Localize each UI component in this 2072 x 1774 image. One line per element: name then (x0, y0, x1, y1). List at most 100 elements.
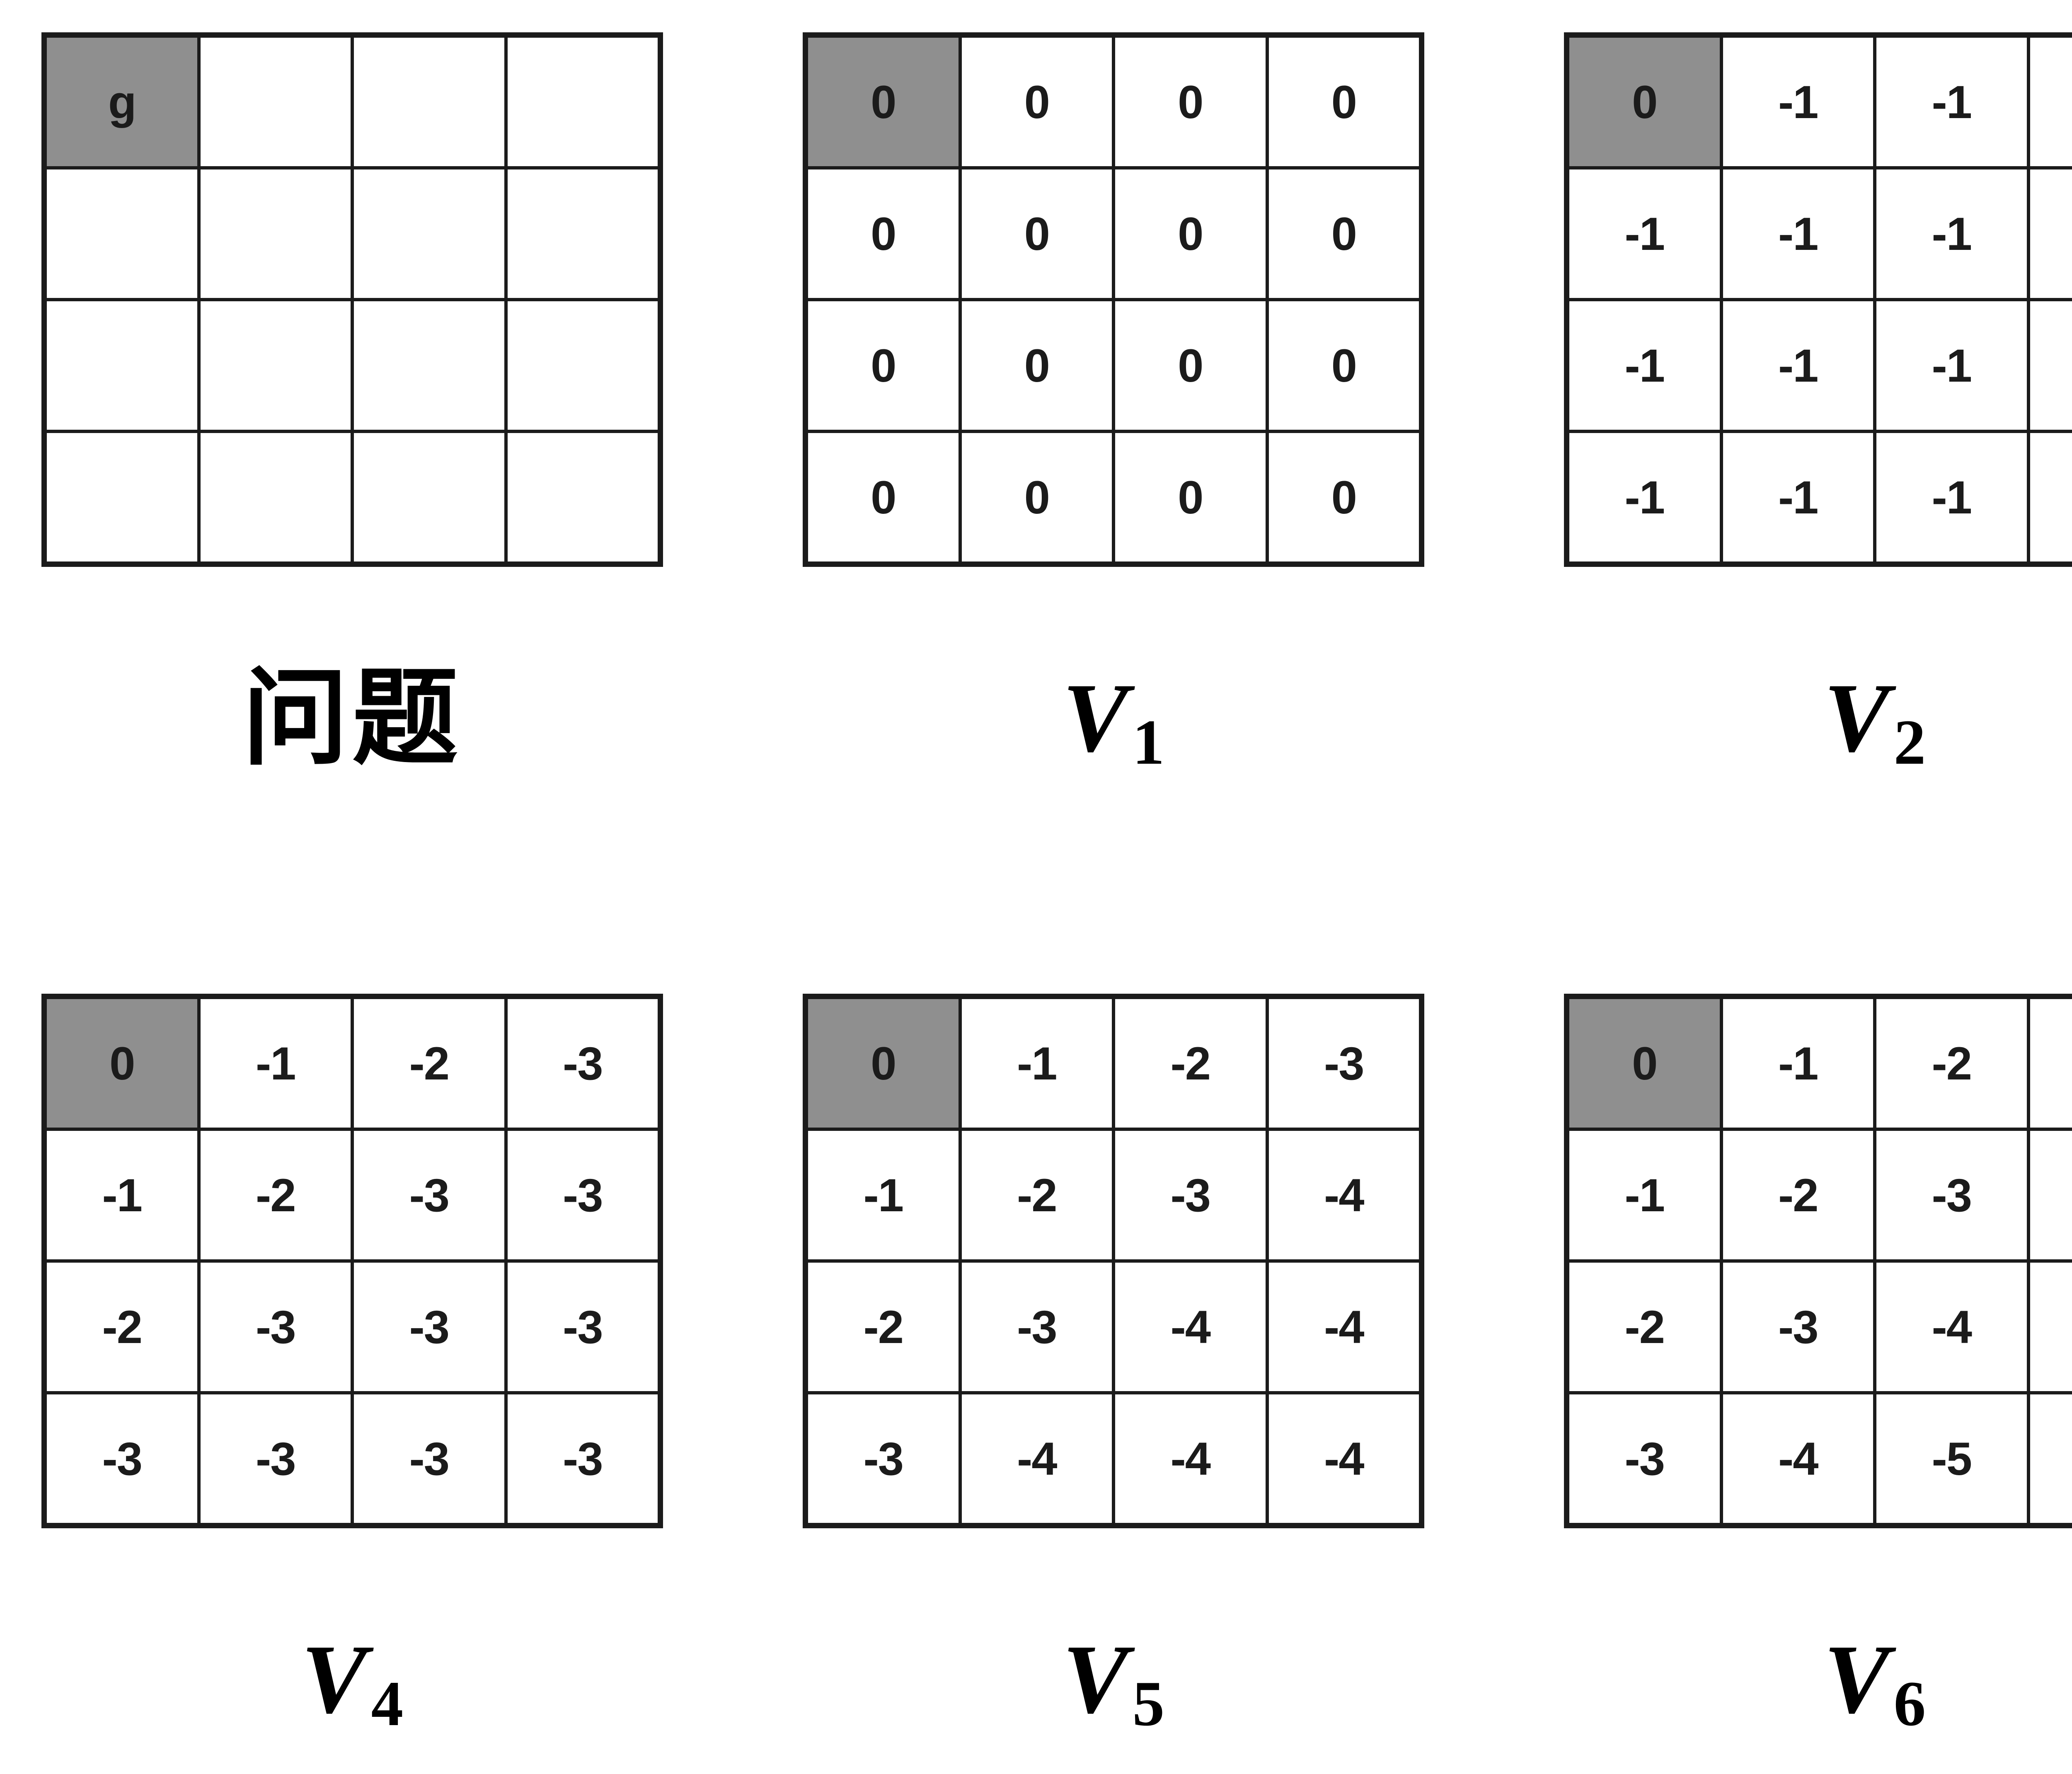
grid-cell: 0 (1268, 301, 1419, 430)
panel-label-subscript: 4 (371, 1668, 404, 1739)
grid-cell: -1 (1723, 999, 1873, 1128)
panel-label-subscript: 2 (1893, 706, 1926, 778)
grid-cell (47, 169, 197, 298)
grid-cell: -3 (808, 1394, 959, 1523)
value-grid: 0-1-1-1-1-1-1-1-1-1-1-1-1-1-1-1 (1564, 32, 2072, 567)
grid-cell (507, 301, 658, 430)
grid-cell: -3 (507, 1263, 658, 1391)
value-grid: 0-1-2-3-1-2-3-3-2-3-3-3-3-3-3-3 (41, 994, 663, 1528)
grid-cell: -3 (47, 1394, 197, 1523)
grid-cell: -5 (2030, 1394, 2072, 1523)
grid-cell: 0 (961, 301, 1112, 430)
grid-cell: -3 (200, 1394, 351, 1523)
goal-cell: g (47, 38, 197, 166)
grid-cell: -3 (1876, 1131, 2027, 1259)
grid-cell: 0 (808, 301, 959, 430)
grid-cell: -3 (507, 1131, 658, 1259)
grid-cell: -2 (354, 999, 504, 1128)
grid-cell: -1 (1876, 169, 2027, 298)
grid-cell (200, 301, 351, 430)
value-grid: 0-1-2-3-1-2-3-4-2-3-4-4-3-4-4-4 (803, 994, 1424, 1528)
goal-cell: 0 (808, 999, 959, 1128)
panel-label-main: V (1062, 1625, 1128, 1734)
grid-cell: -1 (1569, 433, 1720, 561)
grid-cell: 0 (1115, 301, 1266, 430)
panel-label-subscript: 6 (1893, 1668, 1926, 1739)
grid-cell: -1 (1723, 169, 1873, 298)
panel-label-subscript: 1 (1132, 706, 1165, 778)
panel-label-main: V (301, 1625, 367, 1734)
grid-cell: -1 (1569, 301, 1720, 430)
grid-cell (200, 433, 351, 561)
grid-cell: -1 (961, 999, 1112, 1128)
grid-cell (354, 38, 504, 166)
grid-cell: -2 (1115, 999, 1266, 1128)
grid-cell: 0 (1268, 169, 1419, 298)
grid-cell: 0 (1115, 433, 1266, 561)
grid-cell: -1 (2030, 38, 2072, 166)
grid-panel: 0-1-2-3-1-2-3-4-2-3-4-5-3-4-5-5 V6 (1564, 994, 2072, 1769)
grid-cell: -4 (1268, 1131, 1419, 1259)
panel-label: 问题 (41, 629, 663, 807)
panel-label-main: V (1062, 663, 1128, 772)
grid-cell: -5 (1876, 1394, 2027, 1523)
grid-cell: -2 (961, 1131, 1112, 1259)
grid-cell: -1 (1723, 433, 1873, 561)
grid-cell: -2 (1876, 999, 2027, 1128)
grid-cell: 0 (1115, 169, 1266, 298)
grid-cell: -4 (961, 1394, 1112, 1523)
grid-cell: -2 (47, 1263, 197, 1391)
panel-label-main: V (1823, 663, 1890, 772)
grid-cell: -1 (1569, 1131, 1720, 1259)
grid-cell: -3 (507, 999, 658, 1128)
grid-cell: -1 (1569, 169, 1720, 298)
goal-cell: 0 (1569, 999, 1720, 1128)
grid-cell: -4 (1268, 1394, 1419, 1523)
grid-cell: -3 (354, 1394, 504, 1523)
grid-cell: -3 (1569, 1394, 1720, 1523)
grid-panel: g 问题 (41, 32, 663, 807)
grid-cell: -1 (47, 1131, 197, 1259)
grid-cell (507, 169, 658, 298)
grid-cell: 0 (1268, 38, 1419, 166)
grid-cell: -2 (808, 1263, 959, 1391)
grid-cell: -4 (1115, 1394, 1266, 1523)
grid-cell: -4 (2030, 1131, 2072, 1259)
grid-cell (507, 38, 658, 166)
grid-cell: -2 (1569, 1263, 1720, 1391)
grid-cell: 0 (808, 433, 959, 561)
grid-cell: -3 (1268, 999, 1419, 1128)
grid-cell: -3 (1115, 1131, 1266, 1259)
value-grid: 0-1-2-3-1-2-3-4-2-3-4-5-3-4-5-5 (1564, 994, 2072, 1528)
grid-cell: -4 (1115, 1263, 1266, 1391)
value-grid: g (41, 32, 663, 567)
grid-cell: -3 (354, 1131, 504, 1259)
panel-label-subscript: 5 (1132, 1668, 1165, 1739)
goal-cell: 0 (47, 999, 197, 1128)
grid-cell: 0 (961, 38, 1112, 166)
grid-cell (200, 169, 351, 298)
grid-cell (354, 433, 504, 561)
grid-cell: -3 (354, 1263, 504, 1391)
grid-cell: -1 (1723, 301, 1873, 430)
grid-cell: -5 (2030, 1263, 2072, 1391)
grid-cell: -2 (200, 1131, 351, 1259)
goal-cell: 0 (1569, 38, 1720, 166)
grid-cell (47, 301, 197, 430)
grid-cell: 0 (1115, 38, 1266, 166)
grid-cell: -1 (1876, 301, 2027, 430)
grid-cell: -1 (2030, 433, 2072, 561)
grid-cell: -2 (1723, 1131, 1873, 1259)
panel-label-main: 问题 (242, 656, 462, 780)
